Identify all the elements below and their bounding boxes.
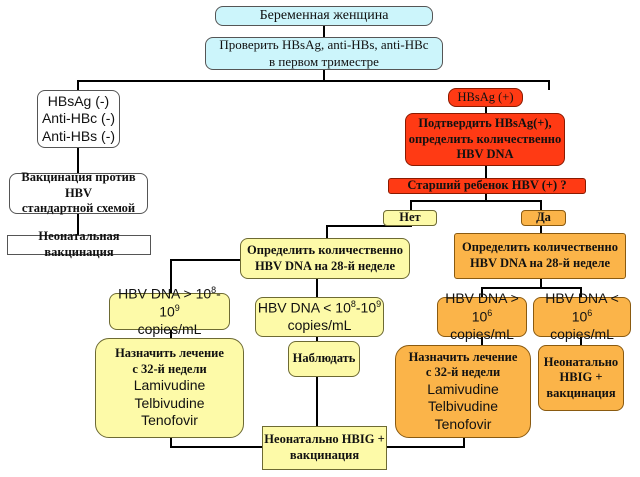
connector [410,200,412,210]
connector [580,336,582,346]
yes-treat-line-2: с 32-й недели [425,365,501,380]
yes-final-line-1: Неонатально [543,354,619,369]
no-measure-line-2: HBV DNA на 28-й неделе [254,258,396,273]
no-low-dna-line-1: HBV DNA < 108-109 [257,299,382,316]
marker-hbsag: HBsAg (-) [47,92,110,109]
connector [170,446,262,448]
older-child-question-label: Старший ребенок HBV (+) ? [407,178,567,193]
yes-measure-dna-node: Определить количественно HBV DNA на 28-й… [454,233,626,279]
neonatal-vaccination-node: Неонатальная вакцинация [7,229,151,259]
connector [410,200,542,202]
no-high-dna-line-2: copies/mL [137,320,202,337]
no-treat-line-1: Назначить лечение [115,346,224,361]
marker-anti-hbc: Anti-HBc (-) [41,110,116,127]
drug-tenofovir: Tenofovir [141,412,198,429]
drug-lamivudine: Lamivudine [133,377,206,394]
answer-no-node: Нет [383,210,437,226]
no-measure-dna-node: Определить количественно HBV DNA на 28-й… [240,238,410,279]
connector [540,200,542,210]
connector [77,80,550,82]
yes-final-line-3: вакцинация [546,385,616,400]
yes-high-dna-node: HBV DNA > 106 copies/mL [437,290,527,342]
connector [580,287,582,297]
no-low-dna-line-2: copies/mL [287,317,352,334]
connector [170,259,172,294]
yes-treatment-node: Назначить лечение с 32-й недели Lamivudi… [395,345,531,438]
no-measure-line-1: Определить количественно [247,242,403,257]
check-node: Проверить HBsAg, anti-HBs, anti-HBc в пе… [205,37,443,70]
connector [463,436,465,448]
answer-yes-node: Да [521,210,566,226]
connector [170,437,172,447]
observe-label: Наблюдать [292,351,356,366]
hbsag-positive-label: HBsAg (+) [457,89,514,104]
drug-lamivudine: Lamivudine [427,380,499,397]
answer-yes-label: Да [536,210,551,225]
connector [540,225,542,233]
hbsag-positive-node: HBsAg (+) [448,88,523,107]
answer-no-label: Нет [399,210,421,225]
connector [77,80,79,92]
no-final-line-2: вакцинация [289,448,360,462]
root-node: Беременная женщина [215,6,433,26]
yes-low-dna-line-1: HBV DNA < 106 [545,290,619,325]
marker-anti-hbs: Anti-HBs (-) [41,127,116,144]
confirm-line-1: Подтвердить HBsAg(+), [418,116,552,131]
vaccination-node: Вакцинация против HBV стандартной схемой [9,170,148,216]
confirm-line-2: определить количественно [408,131,562,146]
yes-measure-line-1: Определить количественно [462,240,618,255]
vaccination-line-1: Вакцинация против HBV [21,170,136,200]
yes-high-dna-line-1: HBV DNA > [445,290,519,307]
yes-final-node: Неонатально HBIG + вакцинация [538,345,624,411]
yes-treat-line-1: Назначить лечение [408,349,518,364]
connector [170,329,172,339]
no-final-node: Неонатально HBIG + вакцинация [262,426,387,470]
no-treat-line-2: с 32-й недели [132,361,207,376]
yes-high-dna-line-2: 106 copies/mL [450,307,514,343]
no-low-dna-node: HBV DNA < 108-109 copies/mL [255,297,384,337]
connector [485,165,487,178]
yes-measure-line-2: HBV DNA на 28-й неделе [469,256,611,270]
connector [481,287,582,289]
connector [540,278,542,288]
drug-telbivudine: Telbivudine [427,398,499,415]
check-line-2: в первом триместре [269,53,379,69]
connector [323,69,325,81]
connector [323,25,325,37]
connector [316,336,318,342]
connector [485,193,487,201]
connector [485,107,487,113]
root-label: Беременная женщина [259,8,389,24]
connector [326,225,412,227]
connector [385,446,465,448]
vaccination-line-2: стандартной схемой [21,201,136,216]
connector [77,213,79,235]
no-high-dna-line-1: HBV DNA > 108-109 [118,284,221,320]
drug-telbivudine: Telbivudine [134,394,205,411]
no-final-line-1: Неонатально HBIG + [264,432,385,447]
negative-markers-node: HBsAg (-) Anti-HBc (-) Anti-HBs (-) [37,90,120,148]
drug-tenofovir: Tenofovir [434,415,492,432]
connector [77,147,79,173]
connector [481,287,483,297]
connector [170,259,242,261]
connector [326,225,328,239]
yes-low-dna-line-2: copies/mL [550,326,614,343]
neonatal-vaccination-label: Неонатальная вакцинация [38,229,120,259]
connector [481,336,483,346]
confirm-node: Подтвердить HBsAg(+), определить количес… [405,113,565,166]
observe-node: Наблюдать [288,341,360,377]
connector [548,80,550,90]
no-treatment-node: Назначить лечение с 32-й недели Lamivudi… [95,338,244,438]
yes-low-dna-node: HBV DNA < 106 copies/mL [533,290,631,342]
yes-final-line-2: HBIG + [559,370,603,385]
connector [316,278,318,298]
check-line-1: Проверить HBsAg, anti-HBs, anti-HBc [219,37,429,53]
older-child-question-node: Старший ребенок HBV (+) ? [388,178,586,194]
confirm-line-3: HBV DNA [456,147,514,162]
no-high-dna-node: HBV DNA > 108-109 copies/mL [109,285,230,337]
connector [316,376,318,426]
